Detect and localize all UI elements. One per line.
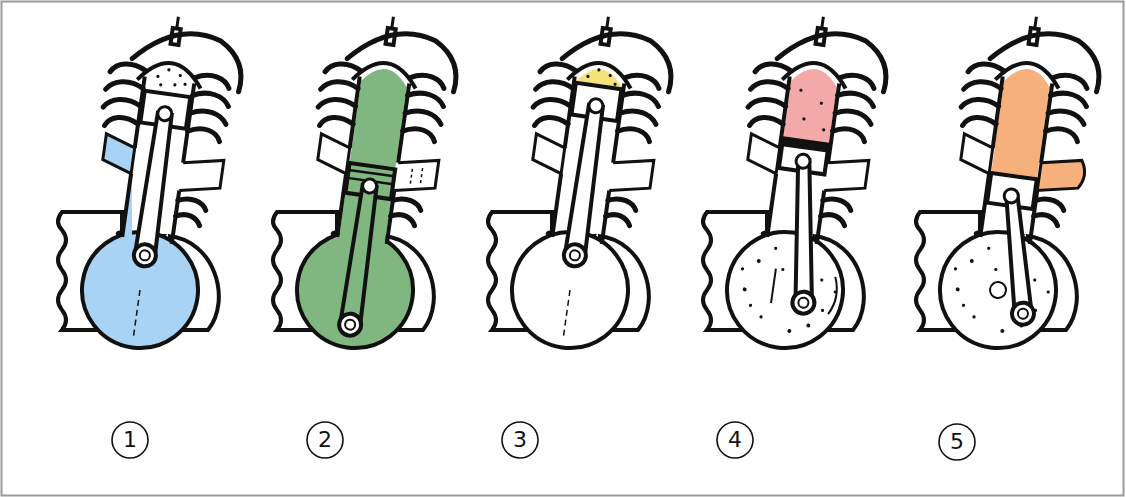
engine-stage bbox=[273, 8, 463, 357]
callout-circle: 2 bbox=[306, 421, 344, 459]
callout-circle: 1 bbox=[111, 421, 149, 459]
callout-number: 5 bbox=[950, 431, 964, 453]
circle-shape bbox=[939, 424, 975, 460]
callout-circle: 5 bbox=[938, 423, 976, 461]
engine-stage bbox=[916, 8, 1106, 357]
callout-number: 2 bbox=[318, 429, 332, 451]
callout-number: 1 bbox=[123, 429, 137, 451]
engine-stage bbox=[488, 8, 678, 357]
circle-shape bbox=[307, 422, 343, 458]
callout-number: 3 bbox=[513, 429, 527, 451]
circle-shape bbox=[112, 422, 148, 458]
callout-number: 4 bbox=[728, 429, 742, 451]
circle-shape bbox=[717, 422, 753, 458]
engine-stage bbox=[703, 8, 893, 357]
callout-circle: 3 bbox=[501, 421, 539, 459]
engine-stage bbox=[58, 8, 248, 357]
circle-shape bbox=[502, 422, 538, 458]
callout-circle: 4 bbox=[716, 421, 754, 459]
